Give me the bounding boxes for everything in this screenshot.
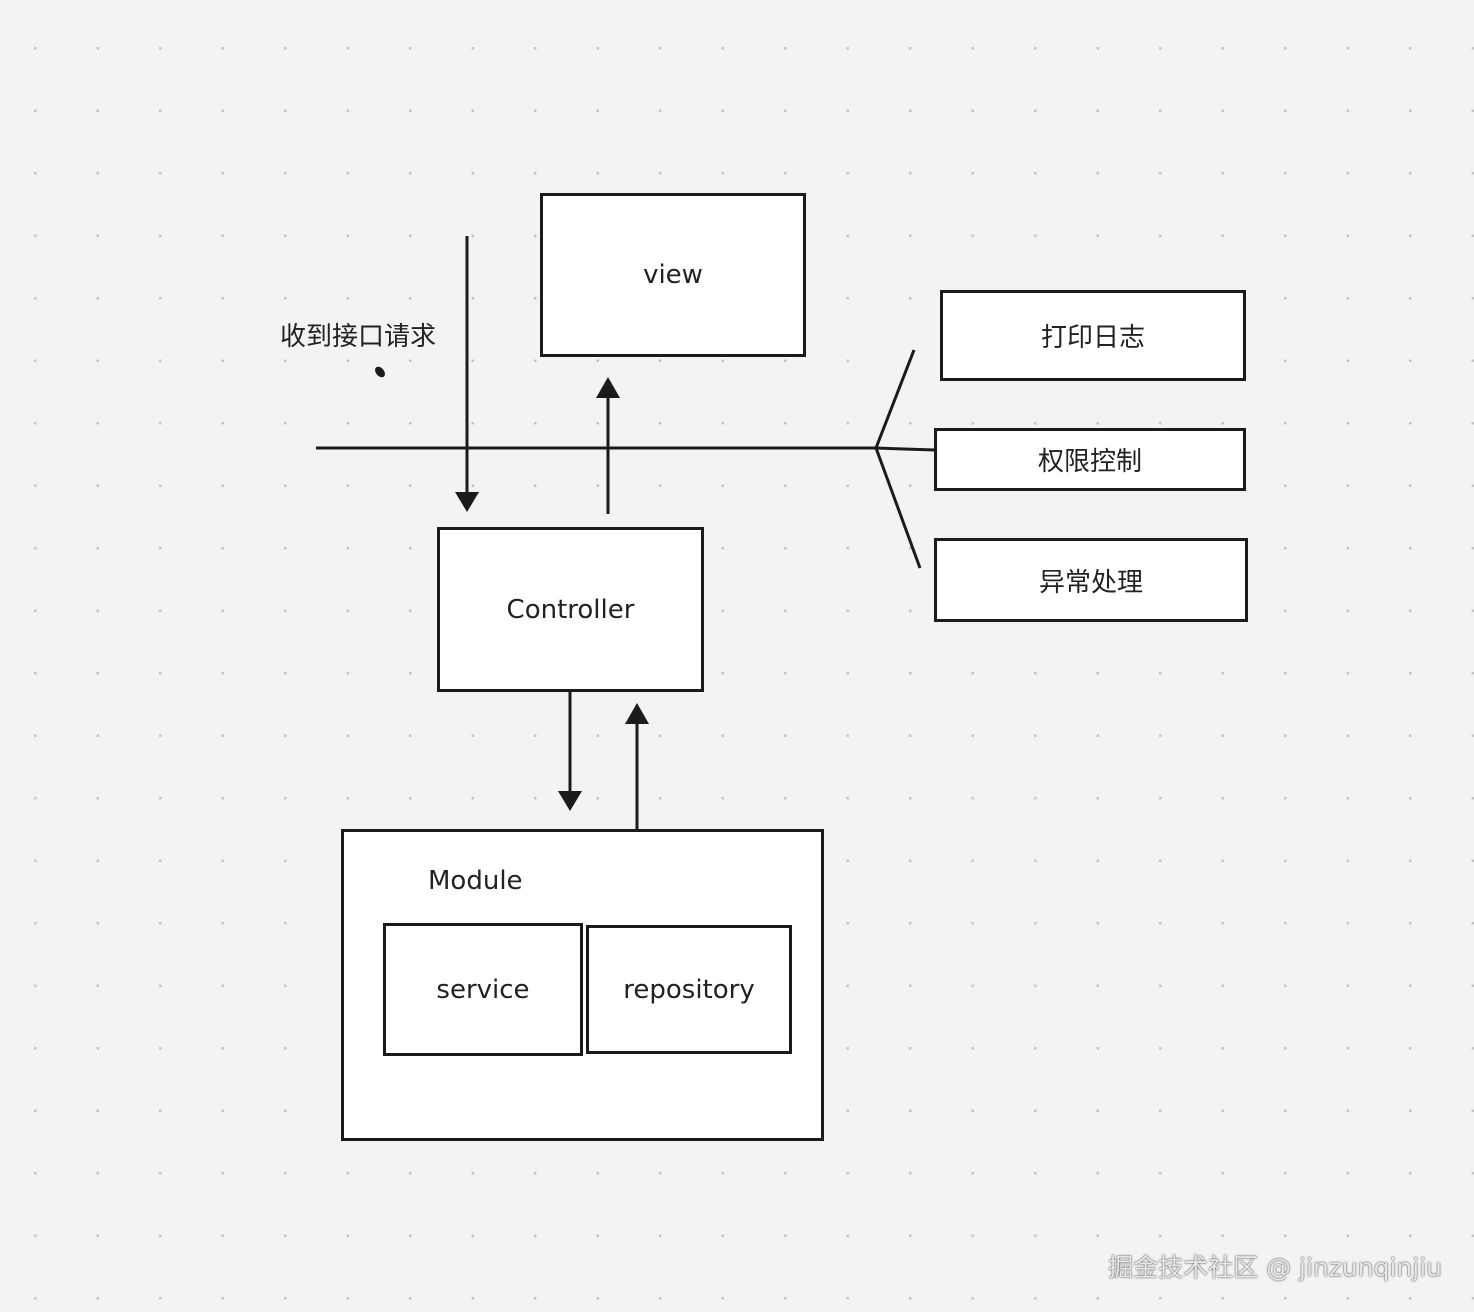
- permission-control-node: 权限控制: [934, 428, 1246, 491]
- request-label: 收到接口请求: [280, 322, 437, 352]
- branch-to-exception: [874, 447, 922, 569]
- branch-to-permission: [875, 446, 936, 452]
- controller-to-module-arrowhead: [558, 791, 582, 811]
- service-node: service: [383, 923, 583, 1056]
- module-node-label: Module: [428, 866, 523, 896]
- controller-to-view-arrowhead: [596, 377, 620, 398]
- request-arrowhead: [455, 492, 479, 512]
- exception-handling-node: 异常处理: [934, 538, 1248, 622]
- view-node-label: view: [643, 260, 703, 290]
- print-log-node-label: 打印日志: [1040, 323, 1145, 353]
- stray-pen-mark: [375, 366, 385, 378]
- repository-node: repository: [586, 925, 792, 1054]
- exception-handling-node-label: 异常处理: [1038, 567, 1143, 598]
- repository-node-label: repository: [623, 974, 755, 1005]
- module-to-controller-arrowhead: [625, 703, 649, 724]
- controller-node: Controller: [437, 527, 704, 692]
- service-node-label: service: [436, 974, 530, 1005]
- branch-to-print-log: [874, 349, 916, 449]
- controller-node-label: Controller: [506, 594, 635, 625]
- permission-control-node-label: 权限控制: [1037, 447, 1142, 477]
- view-node: view: [540, 193, 806, 357]
- print-log-node: 打印日志: [940, 290, 1246, 381]
- watermark: 掘金技术社区 @ jinzunqinjiu: [1108, 1253, 1442, 1282]
